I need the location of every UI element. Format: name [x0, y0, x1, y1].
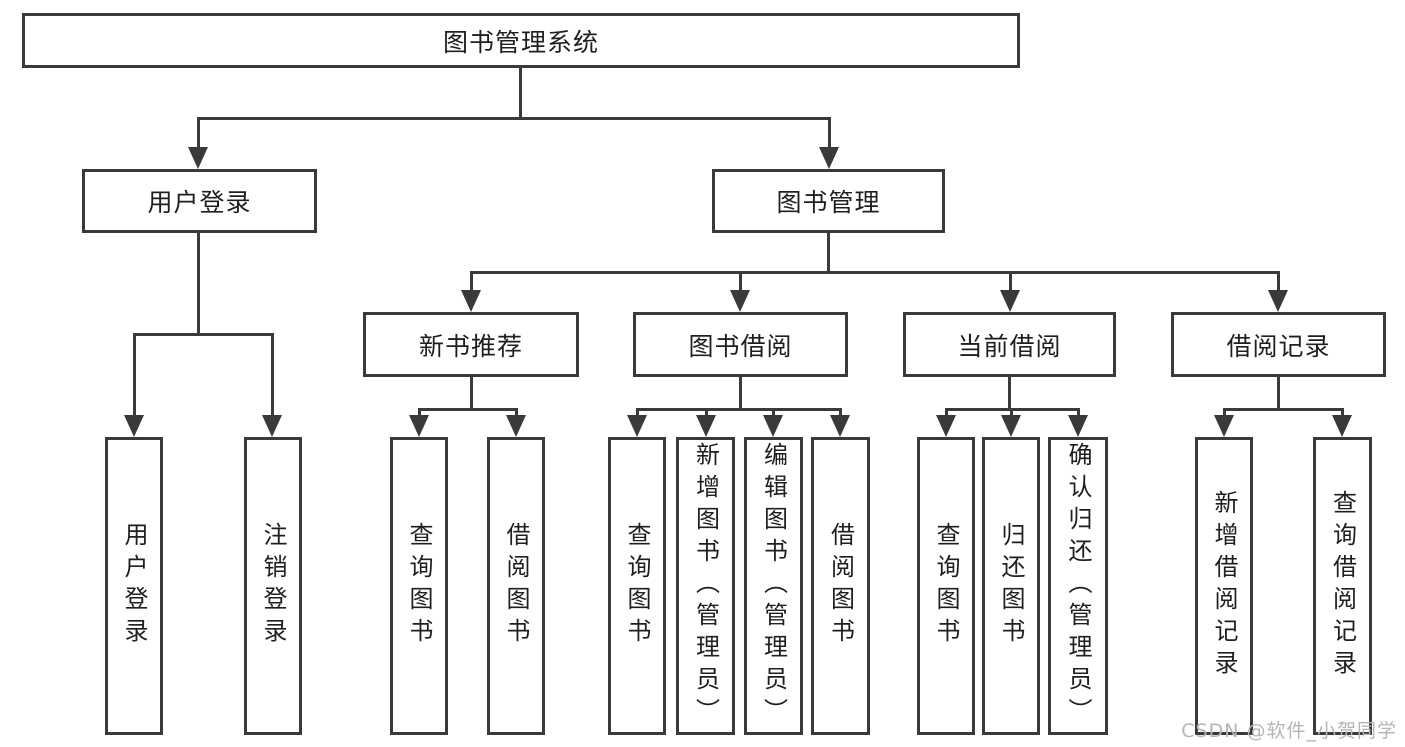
connector-vline — [271, 333, 274, 419]
arrowhead — [696, 415, 716, 437]
connector-vline — [705, 408, 708, 419]
connector-vline — [1277, 271, 1280, 294]
connector-vline — [1010, 408, 1013, 419]
connector-vline — [772, 408, 775, 419]
arrowhead — [409, 415, 429, 437]
connector-hline — [1223, 408, 1344, 411]
connector-hline — [418, 408, 518, 411]
connector-vline — [1009, 271, 1012, 294]
connector-vline — [636, 408, 639, 419]
node-borrow-records: 借阅记录 — [1171, 312, 1386, 377]
leaf-borrow-books-1: 借阅图书 — [487, 437, 545, 735]
arrowhead — [936, 415, 956, 437]
connector-vline — [1008, 377, 1011, 410]
connector-vline — [519, 66, 522, 119]
node-user-login-module: 用户登录 — [82, 169, 317, 233]
connector-hline — [470, 271, 1280, 274]
arrowhead — [819, 147, 839, 169]
connector-vline — [839, 408, 842, 419]
arrowhead — [506, 415, 526, 437]
arrowhead — [830, 415, 850, 437]
connector-vline — [470, 271, 473, 294]
leaf-query-books-1: 查询图书 — [390, 437, 448, 735]
connector-hline — [197, 117, 831, 120]
leaf-confirm-return-admin: 确认归还（管理员） — [1048, 437, 1108, 735]
node-current-borrow: 当前借阅 — [903, 312, 1116, 377]
node-new-book-recommend: 新书推荐 — [363, 312, 579, 377]
connector-vline — [515, 408, 518, 419]
arrowhead — [627, 415, 647, 437]
arrowhead — [1268, 290, 1288, 312]
connector-vline — [418, 408, 421, 419]
connector-vline — [197, 117, 200, 153]
node-book-management-module: 图书管理 — [712, 169, 945, 233]
node-root: 图书管理系统 — [22, 13, 1020, 68]
arrowhead — [1332, 415, 1352, 437]
connector-vline — [197, 233, 200, 336]
leaf-user-login: 用户登录 — [105, 437, 163, 735]
arrowhead — [763, 415, 783, 437]
arrowhead — [124, 415, 144, 437]
arrowhead — [1214, 415, 1234, 437]
leaf-add-book-admin: 新增图书（管理员） — [676, 437, 735, 735]
connector-hline — [133, 333, 274, 336]
leaf-query-borrow-record: 查询借阅记录 — [1313, 437, 1372, 735]
connector-vline — [739, 377, 742, 410]
leaf-query-books-3: 查询图书 — [917, 437, 975, 735]
arrowhead — [262, 415, 282, 437]
leaf-edit-book-admin: 编辑图书（管理员） — [744, 437, 803, 735]
node-book-borrow: 图书借阅 — [633, 312, 848, 377]
connector-vline — [827, 233, 830, 274]
leaf-borrow-books-2: 借阅图书 — [811, 437, 870, 735]
leaf-return-books: 归还图书 — [982, 437, 1040, 735]
arrowhead — [730, 290, 750, 312]
leaf-query-books-2: 查询图书 — [608, 437, 666, 735]
watermark: CSDN @软件_小贺同学 — [1181, 720, 1397, 742]
arrowhead — [188, 147, 208, 169]
connector-vline — [828, 117, 831, 153]
arrowhead — [1000, 290, 1020, 312]
arrowhead — [461, 290, 481, 312]
leaf-logout: 注销登录 — [244, 437, 302, 735]
arrowhead — [1068, 415, 1088, 437]
connector-vline — [1223, 408, 1226, 419]
connector-vline — [739, 271, 742, 294]
leaf-add-borrow-record: 新增借阅记录 — [1195, 437, 1253, 735]
connector-vline — [470, 377, 473, 410]
arrowhead — [1001, 415, 1021, 437]
connector-vline — [1277, 377, 1280, 410]
connector-vline — [945, 408, 948, 419]
connector-hline — [636, 408, 842, 411]
connector-vline — [1341, 408, 1344, 419]
connector-vline — [133, 333, 136, 419]
connector-vline — [1077, 408, 1080, 419]
